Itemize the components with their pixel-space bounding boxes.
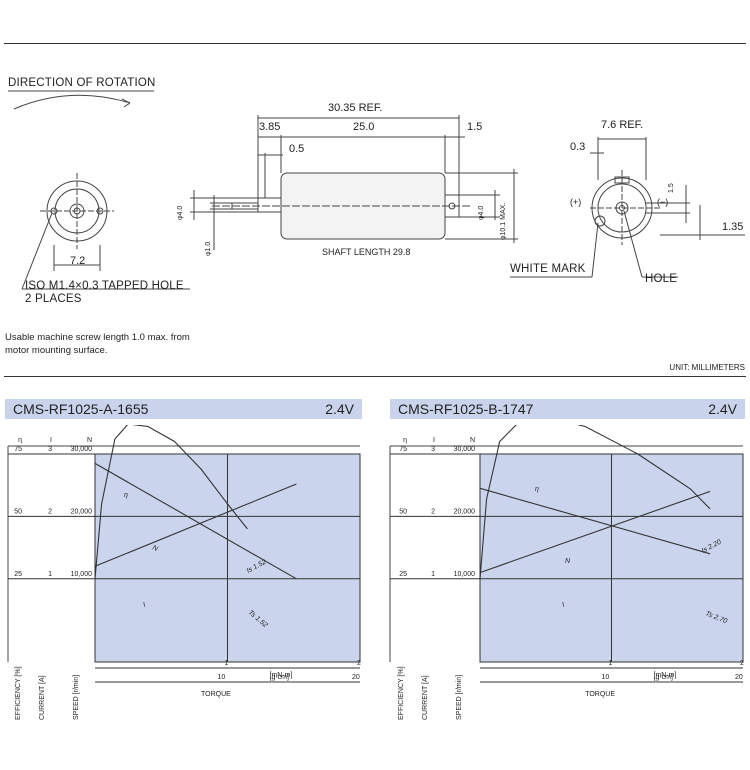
x-tick-label-gcm: 20 [735, 674, 743, 681]
y-tick-label: 25 [399, 571, 407, 578]
annotation-label: η [124, 492, 128, 499]
dim-7-2: 7.2 [70, 255, 86, 267]
y-tick-label: 20,000 [454, 508, 476, 515]
y-tick-label: 50 [399, 508, 407, 515]
x-tick-label-gcm: 10 [218, 674, 226, 681]
y-axis-title: EFFICIENCY [%] [398, 666, 405, 720]
annotation-label: I [142, 602, 146, 609]
dim-total-ref: 30.35 REF. [328, 102, 383, 114]
y-tick-label: 75 [399, 446, 407, 453]
two-places-label: 2 PLACES [25, 293, 82, 305]
direction-of-rotation-label: DIRECTION OF ROTATION [8, 77, 156, 89]
dim-1-5: 1.5 [467, 121, 483, 133]
y-tick-label: 30,000 [454, 446, 476, 453]
plus-terminal: (+) [570, 197, 582, 207]
x-unit-mnm: [mN·m] [654, 672, 677, 679]
dim-1-35: 1.35 [722, 221, 744, 233]
series-efficiency-line [94, 423, 248, 579]
series-speed-line [479, 487, 711, 555]
chart-a-voltage: 2.4V [325, 401, 354, 417]
dim-0-3: 0.3 [570, 141, 586, 153]
hole-label: HOLE [645, 273, 678, 285]
y-axis-title: SPEED [r/min] [73, 675, 80, 720]
x-unit-gcm: [g·cm] [270, 674, 290, 681]
y-axis-header: η [403, 437, 407, 444]
x-tick-label-gcm: 10 [602, 674, 610, 681]
chart-b-voltage: 2.4V [708, 401, 737, 417]
x-unit-mnm: [mN·m] [270, 672, 293, 679]
x-axis-title: TORQUE [585, 691, 615, 698]
dia-4-right: φ4.0 [478, 205, 485, 220]
white-mark-label: WHITE MARK [510, 263, 586, 275]
x-tick-label-mnm: 2 [357, 660, 361, 667]
y-axis-header: I [50, 437, 52, 444]
y-axis-title: SPEED [r/min] [456, 675, 463, 720]
mid-rule [4, 376, 746, 377]
note-line-2: motor mounting surface. [5, 345, 108, 356]
dia-1: φ1.0 [205, 241, 212, 256]
x-tick-label-mnm: 1 [609, 660, 613, 667]
chart-a-title-bar: CMS-RF1025-A-1655 2.4V [5, 399, 362, 419]
y-tick-label: 2 [431, 508, 435, 515]
y-axis-header: η [18, 437, 22, 444]
dim-0-5: 0.5 [289, 143, 305, 155]
y-tick-label: 30,000 [71, 446, 93, 453]
dia-4-left: φ4.0 [177, 205, 184, 220]
chart-b-title-bar: CMS-RF1025-B-1747 2.4V [390, 399, 745, 419]
series-current-line [479, 490, 711, 574]
chart-a-title: CMS-RF1025-A-1655 [13, 401, 149, 417]
dia-10-1-max: φ10.1 MAX. [500, 202, 507, 240]
x-tick-label-mnm: 2 [740, 660, 744, 667]
dim-7-6-ref: 7.6 REF. [601, 119, 644, 131]
y-tick-label: 75 [14, 446, 22, 453]
annotation-label: N [151, 544, 159, 553]
x-tick-label-gcm: 20 [352, 674, 360, 681]
annotation-label: I [561, 602, 565, 609]
y-axis-title: CURRENT [A] [422, 675, 429, 720]
series-speed-line [94, 462, 297, 580]
chart-b-title: CMS-RF1025-B-1747 [398, 401, 534, 417]
annotation-label: η [535, 486, 539, 493]
minus-terminal: (−) [657, 197, 669, 207]
y-tick-label: 10,000 [71, 571, 93, 578]
rotation-arrow [13, 94, 131, 110]
y-tick-label: 3 [48, 446, 52, 453]
shaft-length-label: SHAFT LENGTH 29.8 [322, 247, 411, 257]
y-tick-label: 20,000 [71, 508, 93, 515]
y-tick-label: 2 [48, 508, 52, 515]
y-axis-header: I [433, 437, 435, 444]
y-tick-label: 50 [14, 508, 22, 515]
y-axis-title: CURRENT [A] [39, 675, 46, 720]
x-axis-title: TORQUE [201, 691, 231, 698]
y-axis-header: N [87, 437, 92, 444]
y-axis-header: N [470, 437, 475, 444]
mechanical-drawing [8, 90, 745, 290]
unit-label: UNIT: MILLIMETERS [669, 363, 745, 372]
dim-3-85: 3.85 [259, 121, 281, 133]
y-axis-title: EFFICIENCY [%] [15, 666, 22, 720]
y-tick-label: 1 [48, 571, 52, 578]
y-tick-label: 10,000 [454, 571, 476, 578]
dim-25: 25.0 [353, 121, 375, 133]
y-tick-label: 25 [14, 571, 22, 578]
x-tick-label-mnm: 1 [225, 660, 229, 667]
y-tick-label: 1 [431, 571, 435, 578]
note-line-1: Usable machine screw length 1.0 max. fro… [5, 332, 190, 343]
annotation-label: N [565, 558, 571, 565]
iso-hole-label: ISO M1.4×0.3 TAPPED HOLE [25, 280, 184, 292]
series-current-line [94, 483, 297, 567]
x-unit-gcm: [g·cm] [654, 674, 674, 681]
dim-1-5-rear: 1.5 [668, 183, 675, 193]
top-rule [4, 43, 746, 44]
y-tick-label: 3 [431, 446, 435, 453]
